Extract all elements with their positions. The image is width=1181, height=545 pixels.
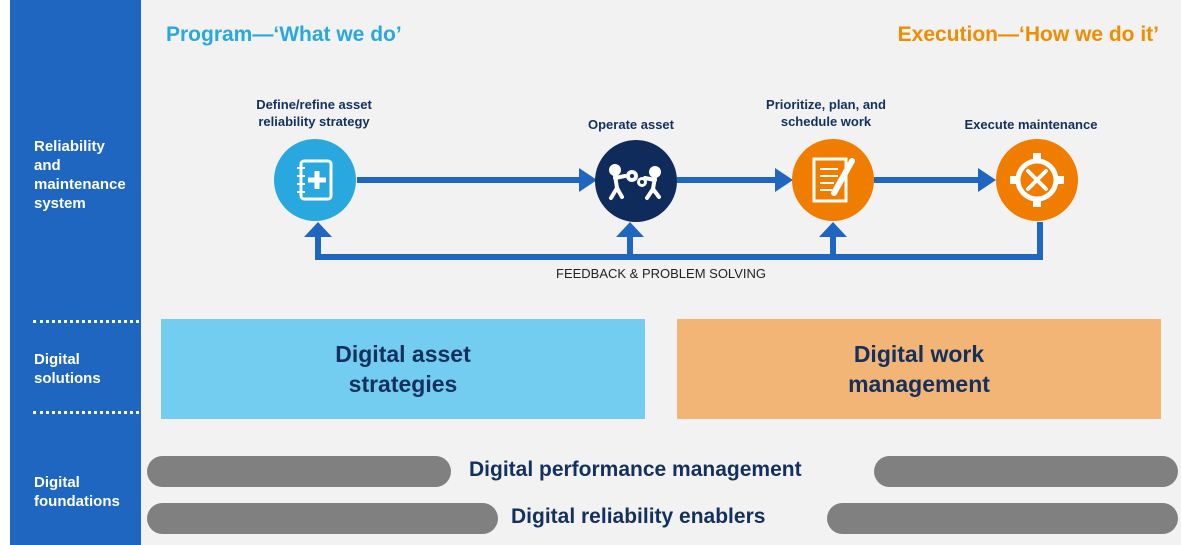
digital-asset-strategies-box: Digital asset strategies xyxy=(161,319,645,419)
digital-foundations-label: Digital foundations xyxy=(34,474,120,510)
arrow-shaft-operate-to-prioritize xyxy=(677,177,779,183)
prioritize-plan-node xyxy=(792,139,874,221)
notebook-plus-icon xyxy=(297,159,333,201)
feedback-arrowhead-operate xyxy=(616,222,644,237)
feedback-riser-define xyxy=(315,235,321,260)
feedback-drop-line xyxy=(1037,222,1043,260)
dotted-divider-bottom xyxy=(33,411,139,414)
execute-maintenance-node xyxy=(996,139,1078,221)
reliability-system-label: Reliability and maintenance system xyxy=(34,138,126,212)
performance-bar-left xyxy=(147,456,451,487)
operate-asset-node xyxy=(595,140,677,222)
feedback-label: FEEDBACK & PROBLEM SOLVING xyxy=(556,266,766,281)
clipboard-pencil-icon xyxy=(812,157,855,203)
step-label-define-strategy: Define/refine asset reliability strategy xyxy=(256,97,372,129)
feedback-arrowhead-define xyxy=(304,222,332,237)
digital-work-management-box: Digital work management xyxy=(677,319,1161,419)
digital-performance-management-label: Digital performance management xyxy=(469,458,802,481)
sidebar: Reliability and maintenance system Digit… xyxy=(10,0,141,545)
gear-tools-icon xyxy=(1010,153,1064,207)
execution-heading: Execution—‘How we do it’ xyxy=(897,23,1159,46)
process-flow-arrows xyxy=(304,168,1043,260)
digital-solutions-label: Digital solutions xyxy=(34,351,101,387)
performance-bar-right xyxy=(874,456,1178,487)
dotted-divider-top xyxy=(33,320,139,323)
feedback-riser-prioritize xyxy=(830,235,836,257)
step-label-prioritize-plan: Prioritize, plan, and schedule work xyxy=(766,97,886,129)
feedback-arrowhead-prioritize xyxy=(819,222,847,237)
people-gears-icon xyxy=(609,164,661,200)
arrow-head-prioritize-to-execute xyxy=(978,168,996,192)
enablers-bar-right xyxy=(827,503,1178,534)
arrow-shaft-define-to-operate xyxy=(357,177,583,183)
arrow-head-operate-to-prioritize xyxy=(775,168,793,192)
define-strategy-node xyxy=(274,139,356,221)
enablers-bar-left xyxy=(147,503,498,534)
step-label-operate-asset: Operate asset xyxy=(588,117,674,132)
program-heading: Program—‘What we do’ xyxy=(166,23,402,46)
arrow-shaft-prioritize-to-execute xyxy=(874,177,982,183)
main-panel: Program—‘What we do’ Execution—‘How we d… xyxy=(141,0,1181,545)
feedback-riser-operate xyxy=(627,235,633,257)
feedback-return-line xyxy=(315,254,1043,260)
step-label-execute-maintenance: Execute maintenance xyxy=(964,117,1098,132)
arrow-head-define-to-operate xyxy=(579,168,597,192)
digital-reliability-enablers-label: Digital reliability enablers xyxy=(511,505,766,528)
